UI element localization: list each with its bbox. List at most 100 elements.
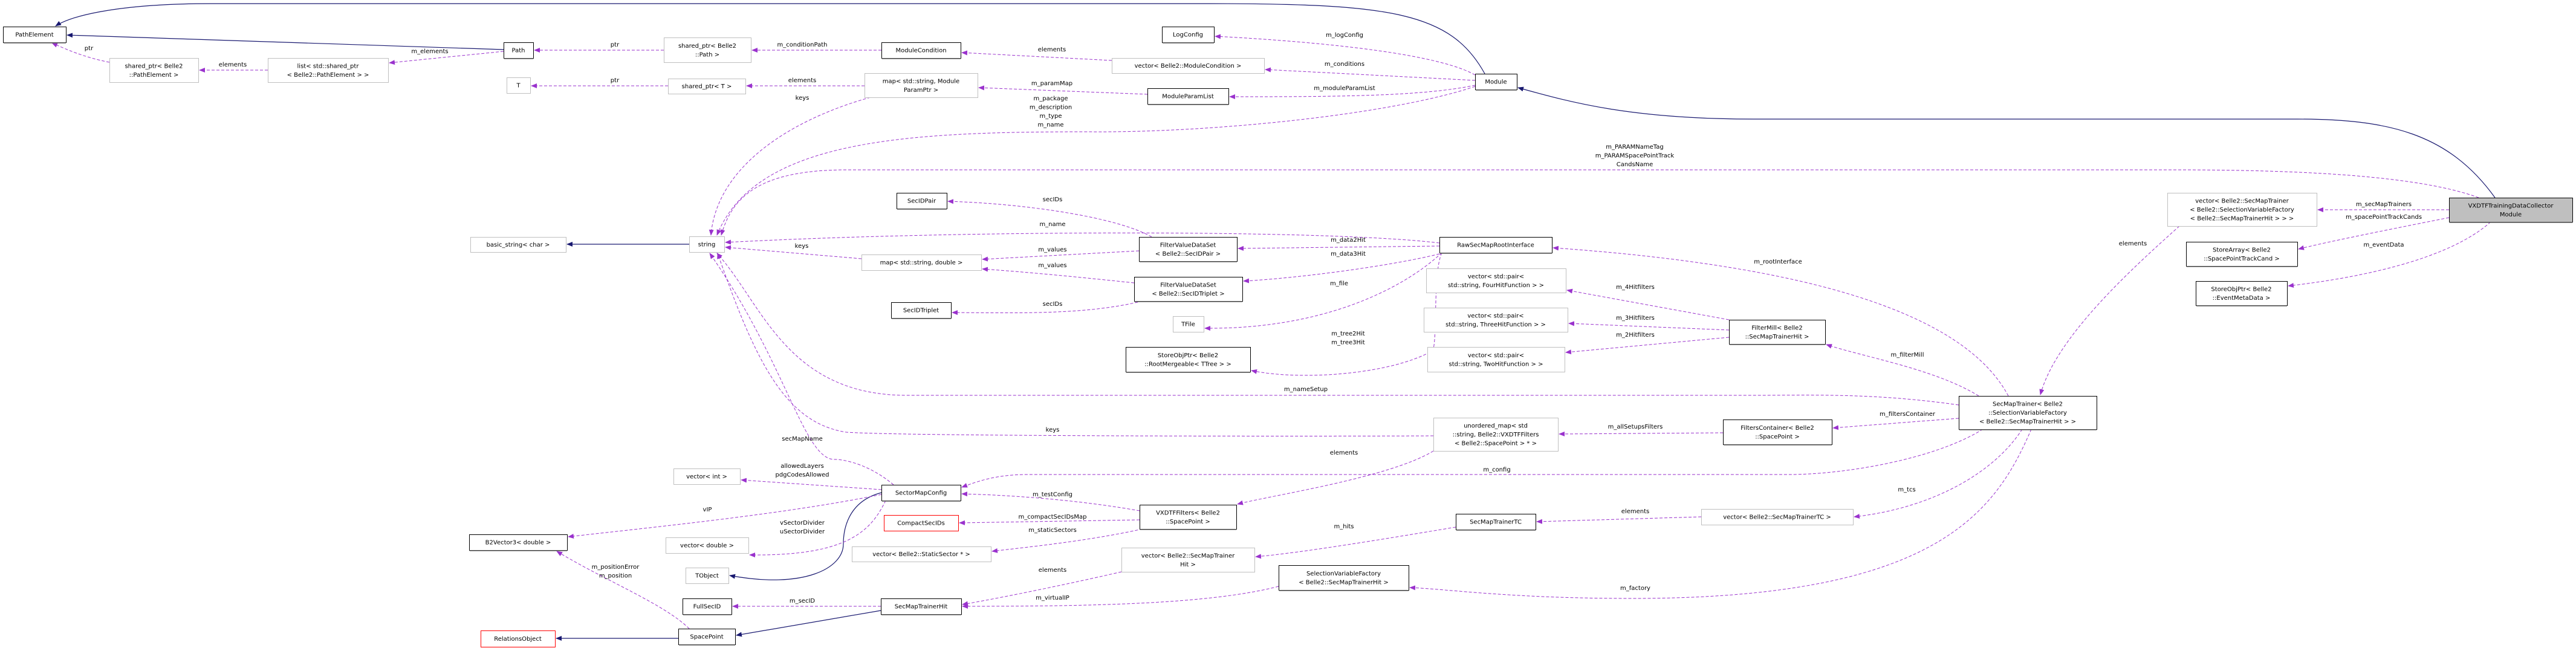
- node-label: shared_ptr< Belle2: [678, 43, 736, 50]
- edge-label-line: m_package: [1034, 96, 1068, 102]
- class-node-vec-smthit[interactable]: vector< Belle2::SecMapTrainerHit >: [1121, 548, 1255, 572]
- class-node-vec-four[interactable]: vector< std::pair<std::string, FourHitFu…: [1426, 268, 1566, 293]
- edge-label: m_secMapTrainers: [2356, 201, 2412, 208]
- edge-label: m_staticSectors: [1028, 527, 1077, 534]
- edge-label: m_name: [1039, 221, 1065, 228]
- node-label: Module: [1485, 79, 1507, 86]
- usage-edge-sector-map-config-to-b2-vector3: vIP: [568, 494, 882, 539]
- edge-label: m_file: [1330, 280, 1348, 287]
- class-node-vec-smttc[interactable]: vector< Belle2::SecMapTrainerTC >: [1701, 509, 1854, 525]
- edge-label-line: ptr: [611, 42, 620, 48]
- node-label: vector< Belle2::SecMapTrainer: [2195, 198, 2289, 205]
- class-node-module[interactable]: Module: [1475, 74, 1517, 91]
- class-node-store-obj-ptr-rm[interactable]: StoreObjPtr< Belle2::RootMergeable< TTre…: [1126, 347, 1251, 373]
- class-node-sp-t[interactable]: shared_ptr< T >: [668, 79, 746, 94]
- edge-label: vIP: [703, 507, 712, 513]
- class-node-sel-var-factory[interactable]: SelectionVariableFactory< Belle2::SecMap…: [1279, 565, 1409, 591]
- class-node-map-sd[interactable]: map< std::string, double >: [861, 254, 982, 271]
- class-node-store-obj-ptr-emd[interactable]: StoreObjPtr< Belle2::EventMetaData >: [2196, 281, 2288, 306]
- usage-edge-map-sd-to-string: keys: [725, 243, 862, 259]
- class-node-list-sp[interactable]: list< std::shared_ptr< Belle2::PathEleme…: [268, 58, 389, 83]
- node-box: [1121, 548, 1255, 572]
- class-node-compact-sec-ids[interactable]: CompactSecIDs: [884, 515, 959, 531]
- class-node-path[interactable]: Path: [504, 42, 534, 59]
- node-label: TFile: [1181, 322, 1195, 328]
- edge-label: secIDs: [1043, 196, 1063, 203]
- class-node-sp-path[interactable]: shared_ptr< Belle2::Path >: [664, 37, 751, 63]
- class-node-sec-map-trainer[interactable]: SecMapTrainer< Belle2::SelectionVariable…: [1959, 396, 2097, 430]
- edge-line: [982, 267, 1135, 284]
- node-label: ::EventMetaData >: [2213, 295, 2271, 302]
- node-label: B2Vector3< double >: [485, 540, 551, 546]
- class-node-vec-static-sector[interactable]: vector< Belle2::StaticSector * >: [852, 546, 991, 562]
- edge-label: m_compactSecIDsMap: [1019, 514, 1087, 520]
- class-node-vec-sec-map-trainer[interactable]: vector< Belle2::SecMapTrainer< Belle2::S…: [2167, 193, 2317, 227]
- class-node-umap[interactable]: unordered_map< std::string, Belle2::VXDT…: [1433, 418, 1559, 452]
- usage-edge-sec-map-trainer-to-vec-smttc: m_tcs: [1854, 429, 2023, 519]
- class-node-sec-map-trainer-tc[interactable]: SecMapTrainerTC: [1456, 514, 1536, 531]
- class-node-string[interactable]: string: [689, 236, 725, 253]
- class-node-filters-container[interactable]: FiltersContainer< Belle2::SpacePoint >: [1723, 420, 1832, 446]
- class-node-log-config[interactable]: LogConfig: [1162, 27, 1215, 44]
- edge-label-line: m_data2Hit: [1331, 237, 1366, 244]
- node-label: ::SecMapTrainerHit >: [1745, 334, 1809, 340]
- class-node-store-array-sptc[interactable]: StoreArray< Belle2::SpacePointTrackCand …: [2186, 242, 2298, 267]
- usage-edge-raw-sec-map-to-string: m_name: [725, 221, 1440, 245]
- usage-edge-sp-path-to-path: ptr: [534, 42, 664, 53]
- class-node-raw-sec-map[interactable]: RawSecMapRootInterface: [1439, 237, 1552, 254]
- class-node-t[interactable]: T: [507, 77, 531, 94]
- node-box: [891, 302, 952, 319]
- edge-line: [1559, 431, 1724, 436]
- class-node-b2-vector3[interactable]: B2Vector3< double >: [469, 534, 568, 551]
- class-node-vxdtffilters[interactable]: VXDTFFilters< Belle2::SpacePoint >: [1140, 505, 1237, 530]
- usage-edge-vec-smthit-to-sec-map-trainer-hit: elements: [962, 567, 1122, 606]
- class-node-basic-string[interactable]: basic_string< char >: [470, 237, 566, 253]
- class-node-vec-double[interactable]: vector< double >: [666, 537, 749, 554]
- node-label: SecMapTrainer< Belle2: [1993, 401, 2063, 408]
- class-node-tfile[interactable]: TFile: [1173, 316, 1204, 332]
- edge-label: elements: [219, 62, 247, 68]
- class-node-vec-three[interactable]: vector< std::pair<std::string, ThreeHitF…: [1424, 308, 1568, 332]
- class-node-tobject[interactable]: TObject: [686, 568, 729, 584]
- edge-label: ptr: [611, 42, 620, 48]
- class-node-fvds-pair[interactable]: FilterValueDataSet< Belle2::SecIDPair >: [1139, 237, 1238, 262]
- node-box: [470, 237, 566, 253]
- edge-line: [1517, 86, 2496, 198]
- node-label: < Belle2::SecIDPair >: [1155, 251, 1221, 258]
- class-node-sec-idpair[interactable]: SecIDPair: [897, 193, 947, 210]
- class-node-fvds-triplet[interactable]: FilterValueDataSet< Belle2::SecIDTriplet…: [1134, 277, 1243, 302]
- class-node-module-condition[interactable]: ModuleCondition: [881, 42, 961, 59]
- usage-edge-vxdtffilters-to-sector-map-config: m_testConfig: [961, 491, 1140, 511]
- node-label: < Belle2::SpacePoint > * >: [1455, 441, 1537, 447]
- edge-line: [1854, 429, 2023, 519]
- class-node-vec-int[interactable]: vector< int >: [673, 468, 741, 485]
- class-node-relations-object[interactable]: RelationsObject: [481, 630, 556, 647]
- edge-label-line: m_4Hitfilters: [1616, 284, 1655, 291]
- edge-label-line: m_tcs: [1898, 487, 1915, 493]
- class-node-module-param-list[interactable]: ModuleParamList: [1147, 88, 1229, 105]
- class-node-sp-path-element[interactable]: shared_ptr< Belle2::PathElement >: [109, 58, 199, 83]
- usage-edge-collector-to-store-obj-ptr-emd: m_eventData: [2288, 221, 2491, 288]
- class-node-sector-map-config[interactable]: SectorMapConfig: [881, 485, 961, 502]
- class-node-vec-two[interactable]: vector< std::pair<std::string, TwoHitFun…: [1427, 347, 1565, 372]
- class-node-space-point[interactable]: SpacePoint: [678, 629, 736, 646]
- class-node-full-sec-id[interactable]: FullSecID: [683, 598, 732, 615]
- class-node-filter-mill[interactable]: FilterMill< Belle2::SecMapTrainerHit >: [1729, 320, 1826, 345]
- edge-line: [741, 478, 882, 490]
- class-node-sec-map-trainer-hit[interactable]: SecMapTrainerHit: [881, 598, 962, 615]
- node-label: RawSecMapRootInterface: [1457, 242, 1534, 249]
- node-label: StoreArray< Belle2: [2213, 247, 2271, 253]
- edge-label-line: m_name: [1039, 221, 1065, 228]
- usage-edge-path-to-list-sp: m_elements: [389, 48, 504, 65]
- edge-line: [67, 33, 504, 50]
- class-node-path-element[interactable]: PathElement: [3, 27, 67, 44]
- class-node-vec-mod-cond[interactable]: vector< Belle2::ModuleCondition >: [1112, 58, 1265, 74]
- edge-label-line: elements: [1330, 450, 1358, 456]
- class-node-sec-idtriplet[interactable]: SecIDTriplet: [891, 302, 952, 319]
- node-label: < Belle2::SecIDTriplet >: [1152, 291, 1224, 297]
- node-box: [1427, 347, 1565, 372]
- edge-label: keys: [795, 243, 809, 250]
- edge-label-line: keys: [1046, 427, 1060, 433]
